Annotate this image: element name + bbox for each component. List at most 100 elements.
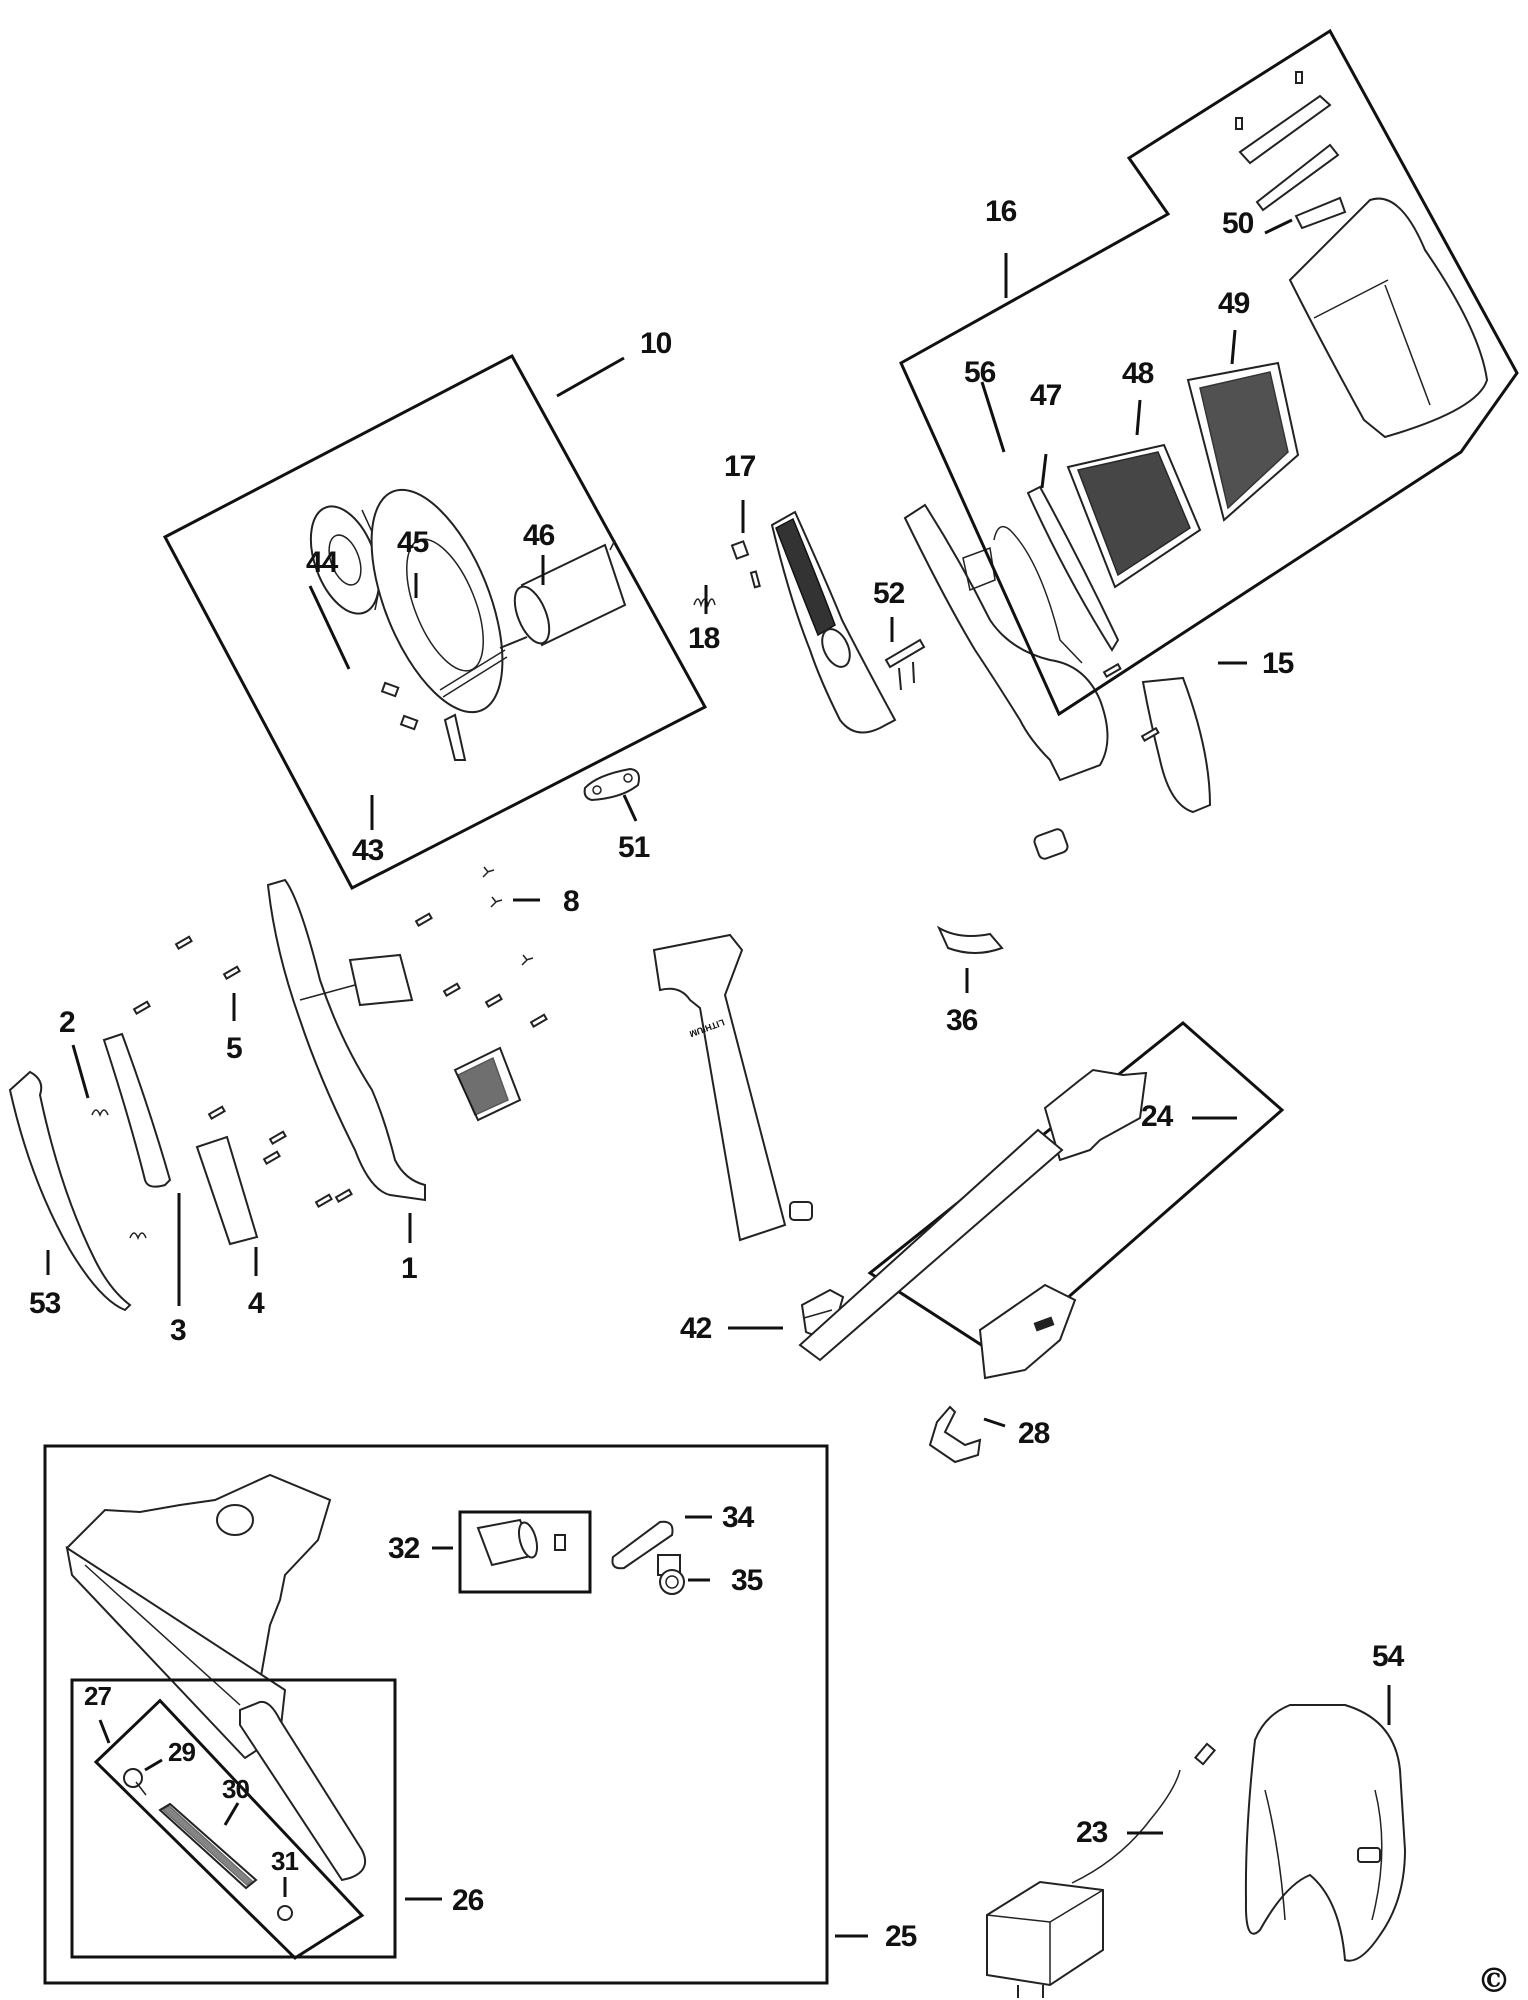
- part-53-handle-cover[interactable]: [8, 1070, 132, 1312]
- label-54: 54: [1372, 1640, 1405, 1673]
- part-floor-head[interactable]: [65, 1473, 332, 1760]
- label-44: 44: [306, 546, 339, 579]
- label-15: 15: [1262, 647, 1294, 680]
- part-23-charger[interactable]: [986, 1742, 1217, 1998]
- label-2: 2: [59, 1006, 75, 1039]
- label-29: 29: [168, 1737, 195, 1767]
- assembly-26-frame: [70, 1678, 397, 1959]
- leader-49: [1230, 329, 1237, 365]
- label-45: 45: [397, 526, 429, 559]
- label-24: 24: [1141, 1100, 1174, 1133]
- part-46-motor[interactable]: [499, 539, 627, 649]
- part-49-mesh-filter[interactable]: [1186, 361, 1300, 522]
- label-4: 4: [248, 1287, 265, 1320]
- label-10: 10: [640, 327, 672, 360]
- label-26: 26: [452, 1884, 484, 1917]
- leader-48: [1135, 399, 1142, 436]
- assembly-32-frame: [458, 1510, 592, 1594]
- part-button-small[interactable]: [1033, 828, 1069, 861]
- label-3: 3: [170, 1314, 186, 1347]
- part-top-slider[interactable]: [1235, 71, 1347, 230]
- part-52-switch-board[interactable]: [884, 638, 926, 691]
- leader-44: [308, 585, 351, 670]
- leader-2: [71, 1044, 90, 1099]
- part-36-flap[interactable]: [936, 925, 1004, 954]
- part-screws-housing[interactable]: [414, 912, 548, 1028]
- label-43: 43: [352, 834, 384, 867]
- part-24-extension-tube[interactable]: [798, 1068, 1148, 1380]
- part-15-cover[interactable]: [1102, 662, 1212, 814]
- part-45-motor-mount[interactable]: [345, 472, 530, 761]
- label-16: 16: [985, 195, 1017, 228]
- part-48-pleated-filter[interactable]: [1066, 443, 1202, 589]
- leader-50: [1264, 218, 1293, 235]
- label-47: 47: [1030, 379, 1062, 412]
- label-52: 52: [873, 577, 905, 610]
- leader-47: [1040, 453, 1048, 489]
- leader-28: [983, 1417, 1006, 1428]
- label-50: 50: [1222, 207, 1254, 240]
- label-35: 35: [731, 1564, 763, 1597]
- label-31: 31: [271, 1846, 298, 1876]
- assembly-27-frame-visible: [93, 1698, 365, 1960]
- assembly-16-frame: [899, 28, 1519, 717]
- label-46: 46: [523, 519, 555, 552]
- leader-56: [980, 381, 1006, 453]
- assembly-26: 26 27 29 30: [70, 1678, 485, 1960]
- assembly-10: 10 43 44 45: [162, 327, 708, 891]
- label-8: 8: [563, 885, 579, 918]
- part-5-screws[interactable]: [132, 935, 353, 1208]
- part-body-half-right[interactable]: [903, 503, 1109, 782]
- assembly-25-frame: [43, 1444, 829, 1985]
- assembly-10-frame: [162, 353, 708, 891]
- leader-27: [98, 1719, 111, 1744]
- part-31-bearing[interactable]: [277, 1905, 293, 1921]
- label-17: 17: [724, 450, 756, 483]
- part-32-floor-head-motor[interactable]: [476, 1518, 566, 1567]
- part-35-pulley[interactable]: [657, 1554, 685, 1595]
- part-2-springs[interactable]: [91, 1109, 147, 1241]
- part-8-screw[interactable]: [482, 866, 503, 908]
- copyright-symbol: ©: [1477, 1961, 1511, 2000]
- leader-51: [622, 794, 638, 822]
- part-29-end-cap[interactable]: [123, 1768, 147, 1796]
- part-brush-cover[interactable]: [239, 1700, 366, 1882]
- assembly-25: 25 32 34 35: [43, 1444, 918, 1985]
- leader-30: [223, 1802, 240, 1826]
- part-34-belt[interactable]: [611, 1520, 674, 1570]
- part-4-foam-pad[interactable]: [195, 1135, 259, 1246]
- part-56-wire[interactable]: [993, 525, 1083, 664]
- assembly-24-frame: [867, 1021, 1285, 1359]
- label-53: 53: [29, 1287, 61, 1320]
- part-filter-block[interactable]: [453, 1046, 522, 1122]
- label-25: 25: [885, 1920, 917, 1953]
- assembly-24: 24 28: [798, 1021, 1285, 1464]
- label-48: 48: [1122, 357, 1154, 390]
- part-30-brush-roll[interactable]: [158, 1802, 258, 1890]
- label-36: 36: [946, 1004, 978, 1037]
- label-32: 32: [388, 1532, 420, 1565]
- part-54-wall-mount[interactable]: [1244, 1704, 1407, 1962]
- part-51-gasket[interactable]: [583, 767, 640, 802]
- part-1-main-housing[interactable]: [266, 878, 426, 1202]
- label-30: 30: [222, 1774, 249, 1804]
- label-42: 42: [680, 1312, 712, 1345]
- part-47-seal[interactable]: [1026, 485, 1120, 652]
- label-49: 49: [1218, 287, 1250, 320]
- label-18: 18: [688, 622, 720, 655]
- part-17-switch-button[interactable]: [730, 540, 761, 589]
- label-1: 1: [401, 1252, 417, 1285]
- part-44-screws[interactable]: [380, 681, 419, 731]
- leader-29: [144, 1758, 163, 1772]
- part-battery-pack[interactable]: LITHIUM: [652, 933, 813, 1242]
- part-28-crevice-brush[interactable]: [928, 1405, 982, 1464]
- label-28: 28: [1018, 1417, 1050, 1450]
- leader-10: [556, 356, 625, 398]
- part-handle-grip[interactable]: [770, 510, 897, 734]
- part-dust-bowl[interactable]: [1288, 197, 1489, 439]
- assembly-16: 16 50 49 48: [899, 28, 1519, 717]
- part-3-release-latch[interactable]: [102, 1032, 172, 1188]
- label-27: 27: [84, 1681, 111, 1711]
- label-56: 56: [964, 356, 996, 389]
